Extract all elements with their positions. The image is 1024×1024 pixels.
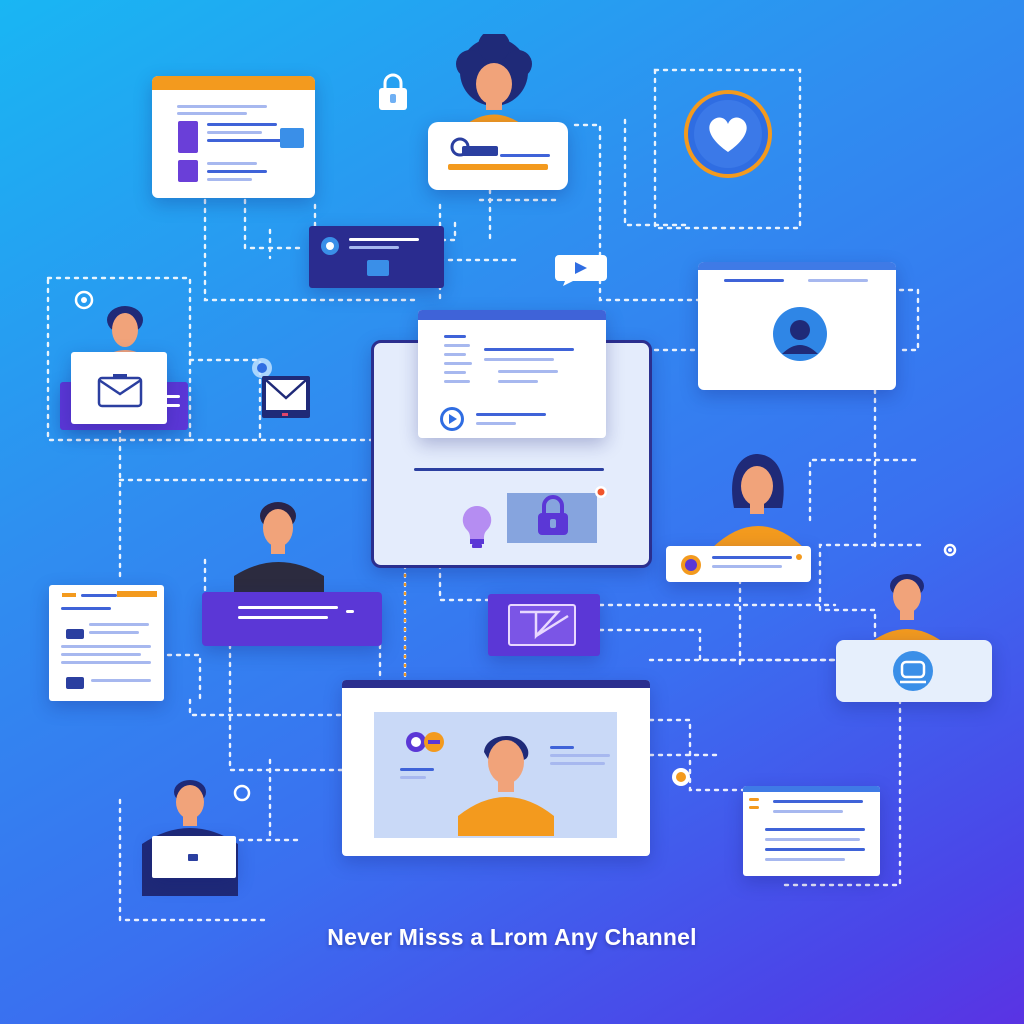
mail-card-left-inner xyxy=(71,352,167,424)
mail-icon xyxy=(252,358,310,418)
notification-dot-icon xyxy=(672,768,690,786)
window-title-bar xyxy=(418,310,606,320)
message-card-navy xyxy=(309,226,444,288)
user-avatar-man-right xyxy=(866,574,948,646)
video-call-window xyxy=(342,680,650,856)
document-window-left xyxy=(49,585,164,701)
user-avatar-man-center-left xyxy=(234,502,324,598)
user-avatar-top xyxy=(456,34,532,129)
heart-icon xyxy=(684,90,772,178)
caption-headline: Never Misss a Lrom Any Channel xyxy=(327,924,697,950)
envelope-card xyxy=(488,594,600,656)
lock-icon xyxy=(379,73,407,110)
video-call-card-right xyxy=(836,640,992,702)
chat-card-right xyxy=(666,546,811,582)
lock-icon xyxy=(538,495,568,535)
notification-dot-icon xyxy=(595,486,607,498)
lightbulb-icon xyxy=(462,505,492,548)
play-icon xyxy=(440,407,464,431)
laptop-icon xyxy=(152,836,236,878)
mail-icon xyxy=(508,604,576,646)
browser-window-profile xyxy=(698,262,896,390)
central-content-window xyxy=(418,310,606,438)
profile-card-top xyxy=(428,122,568,190)
document-window-bottom-right xyxy=(743,786,880,876)
message-card-purple xyxy=(202,592,382,646)
user-avatar-woman xyxy=(712,454,804,548)
user-icon xyxy=(773,307,827,361)
user-avatar-video xyxy=(458,735,554,836)
user-icon xyxy=(321,237,339,255)
document-window-top-left xyxy=(152,76,315,198)
video-call-icon xyxy=(893,651,933,691)
window-title-bar xyxy=(342,680,650,688)
participants-icon xyxy=(406,732,444,752)
play-icon xyxy=(555,255,607,286)
user-icon xyxy=(681,555,701,575)
window-title-bar xyxy=(152,76,315,90)
window-title-bar xyxy=(698,262,896,270)
mail-icon xyxy=(97,374,143,408)
